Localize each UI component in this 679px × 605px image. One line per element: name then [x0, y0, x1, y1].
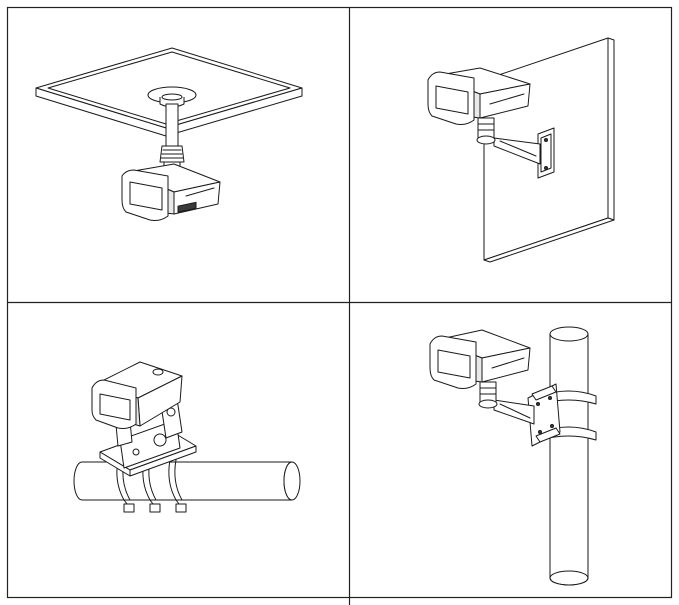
panel-pole-clamp-mount: [73, 361, 301, 513]
camera-body: [429, 329, 531, 389]
panel-grid: [6, 6, 673, 605]
panel-wall-mount: [427, 37, 615, 263]
panel-ceiling-mount: [35, 47, 303, 221]
wall-bracket-arm: [493, 137, 541, 165]
camera-joint: [476, 117, 496, 145]
camera-body: [121, 163, 221, 221]
camera-body: [427, 67, 531, 125]
pole-bracket-arm: [493, 399, 535, 425]
camera-joint: [478, 381, 498, 409]
panel-vertical-pole-mount: [429, 326, 597, 586]
horizontal-pole: [73, 461, 301, 501]
clamp-bands: [116, 459, 187, 513]
camera-body: [91, 361, 183, 429]
vertical-pole: [549, 326, 589, 586]
pole-bracket-plate: [527, 383, 561, 447]
